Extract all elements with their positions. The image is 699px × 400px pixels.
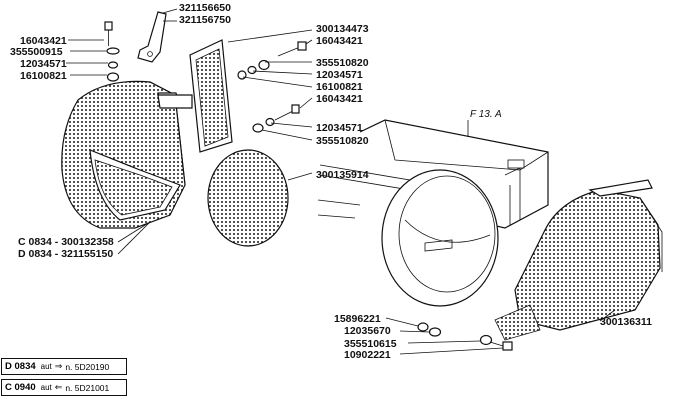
arrow-right-icon: ⇒ bbox=[54, 361, 63, 371]
note-code: C 0940 bbox=[5, 382, 36, 393]
hardware bbox=[104, 21, 513, 351]
left-mesh-housing bbox=[61, 80, 193, 229]
note-ref: n. 5D20190 bbox=[65, 361, 110, 372]
serial-notes: D 0834 aut ⇒ n. 5D20190 C 0940 aut ⇐ n. … bbox=[1, 358, 127, 400]
label-16100821-b: 16100821 bbox=[316, 81, 363, 93]
label-300134473: 300134473 bbox=[316, 23, 369, 35]
note-aut: aut bbox=[40, 362, 52, 371]
arrow-left-icon: ⇐ bbox=[54, 382, 63, 392]
label-300136311: 300136311 bbox=[600, 316, 652, 328]
figure-reference: F 13. A bbox=[470, 109, 502, 120]
wheel-arch-cover bbox=[381, 169, 499, 307]
label-12034571-a: 12034571 bbox=[20, 58, 67, 70]
note-ref: n. 5D21001 bbox=[65, 382, 110, 393]
right-mesh-cover bbox=[494, 179, 663, 341]
label-355510820-b: 355510820 bbox=[316, 135, 369, 147]
label-12035670: 12035670 bbox=[344, 325, 391, 337]
note-code: D 0834 bbox=[5, 361, 36, 372]
label-16043421-b: 16043421 bbox=[316, 35, 363, 47]
leader-lines bbox=[66, 8, 616, 355]
label-16043421-a: 16043421 bbox=[20, 35, 67, 47]
label-355510615: 355510615 bbox=[344, 338, 397, 350]
round-mesh-disc bbox=[207, 149, 289, 247]
part-labels: 16043421 355500915 12034571 16100821 321… bbox=[10, 2, 652, 361]
label-d0834: D 0834 - 321155150 bbox=[18, 248, 113, 260]
label-10902221: 10902221 bbox=[344, 349, 391, 361]
label-12034571-b: 12034571 bbox=[316, 69, 363, 81]
note-c0940: C 0940 aut ⇐ n. 5D21001 bbox=[1, 379, 127, 396]
label-321156650: 321156650 bbox=[179, 2, 231, 14]
label-300135914: 300135914 bbox=[316, 169, 369, 181]
label-15896221: 15896221 bbox=[334, 313, 381, 325]
rectangular-filter bbox=[189, 39, 233, 153]
label-321156750: 321156750 bbox=[179, 14, 231, 26]
label-c0834: C 0834 - 300132358 bbox=[18, 236, 114, 248]
note-d0834: D 0834 aut ⇒ n. 5D20190 bbox=[1, 358, 127, 375]
label-16043421-c: 16043421 bbox=[316, 93, 363, 105]
label-16100821-a: 16100821 bbox=[20, 70, 67, 82]
label-355500915: 355500915 bbox=[10, 46, 63, 58]
note-aut: aut bbox=[40, 383, 52, 392]
bracket bbox=[137, 11, 167, 63]
label-12034571-c: 12034571 bbox=[316, 122, 363, 134]
label-355510820-a: 355510820 bbox=[316, 57, 369, 69]
